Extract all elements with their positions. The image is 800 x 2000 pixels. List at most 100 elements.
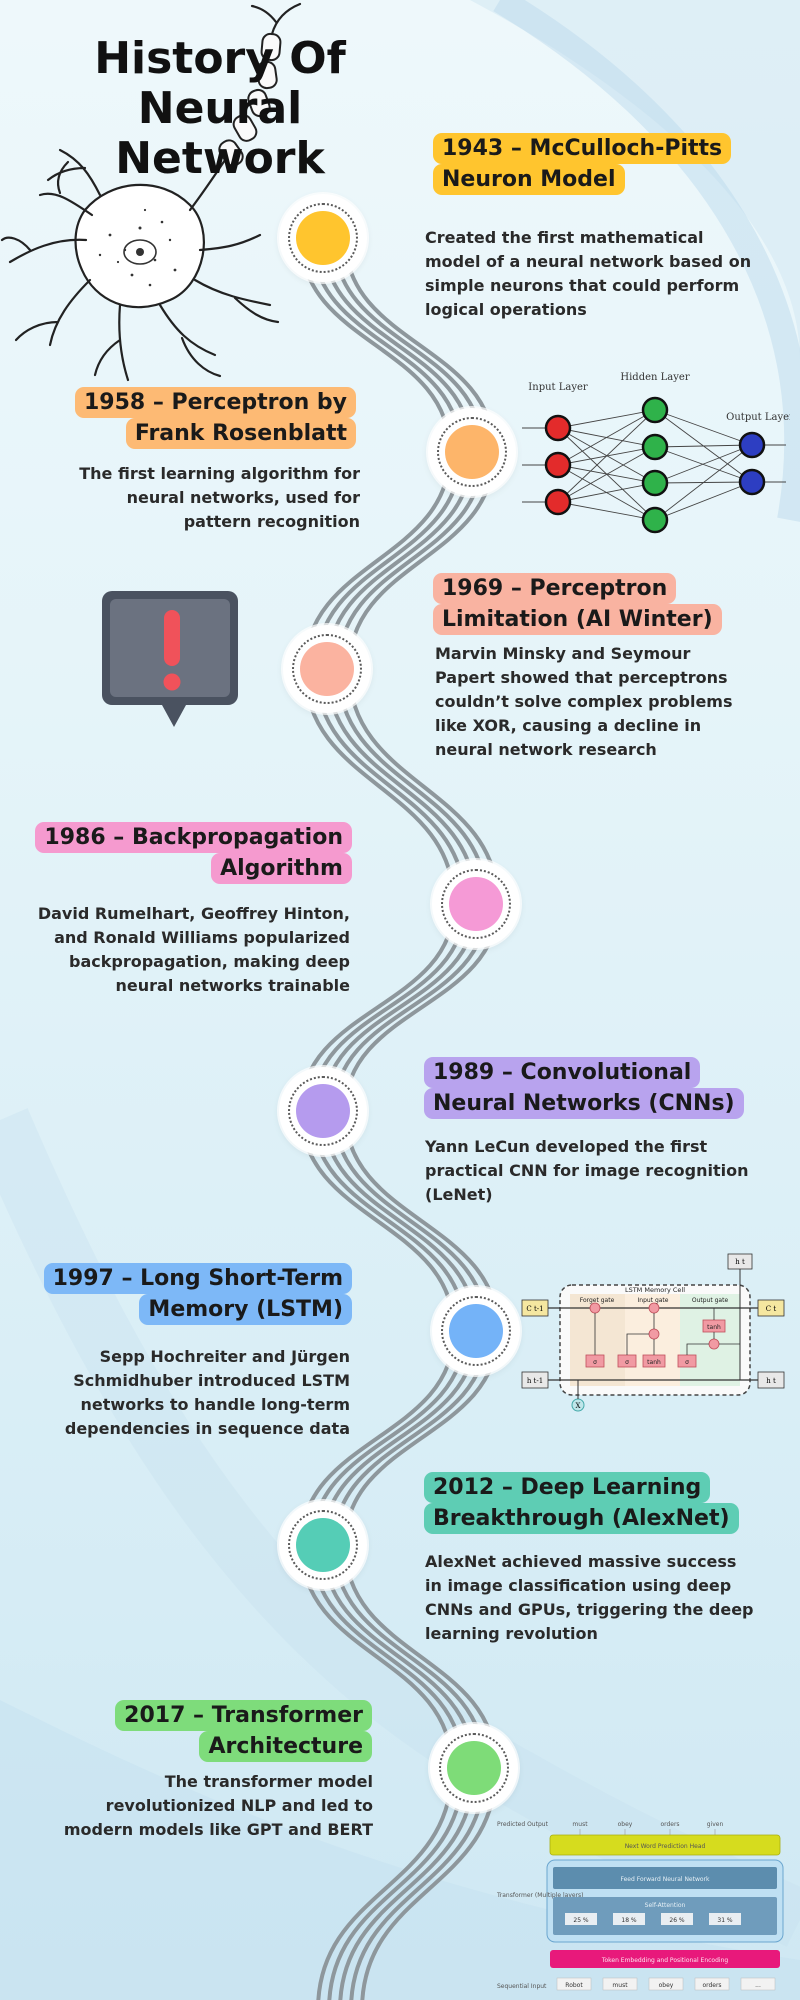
node-dot [300,642,354,696]
network-neuron [544,488,572,516]
node-ring [288,1510,358,1580]
network-edge [654,444,753,484]
self-attention-label: Self-Attention [645,1902,686,1909]
network-edge [557,446,656,503]
event-description-1989: Yann LeCun developed the first practical… [425,1137,749,1204]
network-edge [557,409,656,466]
network-edge [557,409,656,429]
network-neuron [738,431,766,459]
attention-value-4: 31 % [717,1917,733,1924]
timeline-node-1958 [428,408,516,496]
node-ring [439,1733,509,1803]
event-title-2012: 2012 – Deep Learning Breakthrough (AlexN… [424,1472,769,1534]
network-neuron [544,451,572,479]
lstm-x-input: X [576,1402,581,1410]
event-description-1943: Created the first mathematical model of … [425,228,752,319]
lstm-h-next: h t [766,1377,776,1385]
node-dot [296,211,350,265]
event-title-text: 2017 – Transformer Architecture [115,1700,372,1762]
event-title-text: 1989 – Convolutional Neural Networks (CN… [424,1057,744,1119]
network-edge [557,409,656,503]
node-dot [447,1741,501,1795]
sequential-input-label: Sequential Input [497,1983,547,1990]
network-edge [654,481,753,521]
node-ring [288,1076,358,1146]
lstm-cell-title: LSTM Memory Cell [625,1286,685,1294]
lstm-output-gate-label: Output gate [692,1297,729,1304]
event-title-1997: 1997 – Long Short-Term Memory (LSTM) [40,1263,352,1325]
attention-value-3: 26 % [669,1917,685,1924]
node-ring [292,634,362,704]
event-title-text: 1943 – McCulloch-Pitts Neuron Model [433,133,732,195]
network-edge [557,482,656,503]
output-token-1: must [572,1821,588,1828]
event-title-text: 1969 – Perceptron Limitation (AI Winter) [433,573,722,635]
node-dot [296,1518,350,1572]
input-token-2: must [612,1982,628,1989]
perceptron-network-diagram: Input Layer Hidden Layer Output Layer [522,372,790,534]
timeline-node-1943 [279,194,367,282]
event-title-1989: 1989 – Convolutional Neural Networks (CN… [424,1057,774,1119]
node-ring [441,869,511,939]
event-title-1969: 1969 – Perceptron Limitation (AI Winter) [433,573,763,635]
network-edge [654,444,753,448]
node-dot [445,425,499,479]
lstm-tanh-1: tanh [647,1359,661,1366]
lstm-tanh-2: tanh [707,1324,721,1331]
embedding-label: Token Embedding and Positional Encoding [601,1957,729,1964]
lstm-sigma-3: σ [685,1359,689,1366]
output-token-4: given [707,1821,724,1828]
input-token-1: Robot [565,1982,583,1989]
lstm-h-top: h t [735,1258,745,1266]
lstm-sigma-2: σ [625,1359,629,1366]
exclamation-speech-bubble-icon [102,591,238,727]
network-neuron [641,469,669,497]
event-title-text: 1997 – Long Short-Term Memory (LSTM) [43,1263,352,1325]
lstm-cell-diagram: LSTM Memory Cell Forget gate Input gate … [521,1253,785,1412]
output-layer-label: Output Layer [726,412,790,423]
network-neuron [641,396,669,424]
network-edge [654,444,753,521]
lstm-c-next: C t [766,1305,777,1313]
event-title-2017: 2017 – Transformer Architecture [90,1700,372,1762]
neuron-illustration [0,2,302,382]
event-description-2017: The transformer model revolutionized NLP… [63,1772,373,1839]
transformer-stack-label: Transformer (Multiple layers) [496,1892,584,1899]
timeline-node-1969 [283,625,371,713]
event-description-1969: Marvin Minsky and Seymour Papert showed … [435,644,733,759]
node-ring [441,1296,511,1366]
node-dot [449,877,503,931]
node-ring [437,417,507,487]
output-token-3: orders [660,1821,679,1828]
network-edge [654,446,753,483]
output-token-2: obey [618,1821,633,1828]
page-title: History Of Neural Network [94,33,346,184]
event-title-1943: 1943 – McCulloch-Pitts Neuron Model [433,133,763,195]
timeline-node-2017 [430,1724,518,1812]
attention-value-2: 18 % [621,1917,637,1924]
lstm-input-gate-label: Input gate [638,1297,669,1304]
next-word-head-label: Next Word Prediction Head [625,1843,706,1850]
attention-value-1: 25 % [573,1917,589,1924]
event-title-text: 2012 – Deep Learning Breakthrough (AlexN… [424,1472,739,1534]
timeline-node-1989 [279,1067,367,1155]
network-neuron [738,468,766,496]
predicted-output-label: Predicted Output [497,1821,549,1828]
network-neuron [544,414,572,442]
timeline-node-2012 [279,1501,367,1589]
network-neuron [641,506,669,534]
network-neuron [641,433,669,461]
hidden-layer-label: Hidden Layer [620,372,689,383]
feed-forward-label: Feed Forward Neural Network [620,1876,710,1883]
input-token-3: obey [659,1982,674,1989]
event-description-1958: The first learning algorithm for neural … [79,464,360,531]
event-title-1986: 1986 – Backpropagation Algorithm [30,822,352,884]
node-ring [288,203,358,273]
network-edge [557,501,656,521]
node-dot [296,1084,350,1138]
event-title-1958: 1958 – Perceptron by Frank Rosenblatt [60,387,356,449]
network-edge [654,409,753,446]
event-description-1997: Sepp Hochreiter and Jürgen Schmidhuber i… [64,1347,350,1438]
input-layer-label: Input Layer [528,382,588,393]
input-token-5: ... [755,1982,761,1989]
